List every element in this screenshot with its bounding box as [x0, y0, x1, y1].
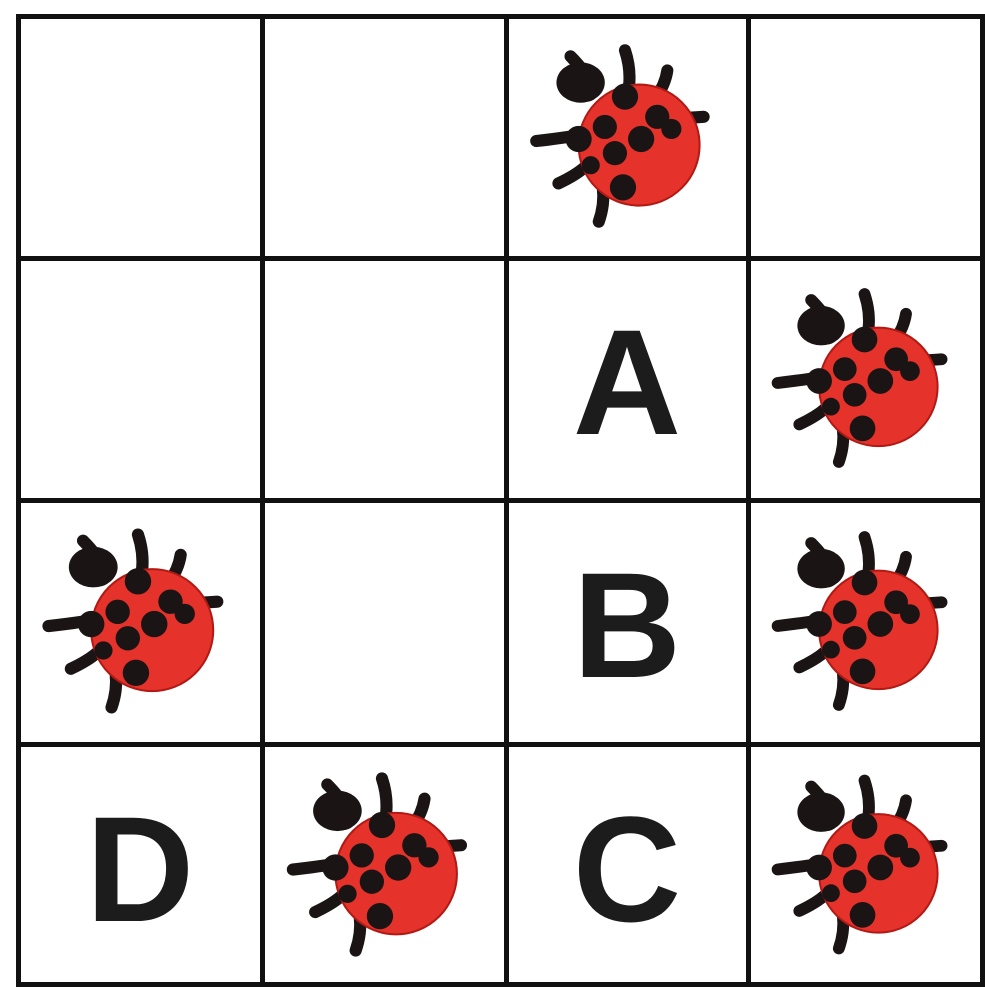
grid-cell-r2-c1[interactable]: [18, 258, 262, 500]
cell-letter: B: [506, 500, 748, 744]
grid-cell-r1-c3[interactable]: [506, 16, 748, 258]
grid-cell-r3-c3[interactable]: B: [506, 500, 748, 744]
grid-cell-r1-c2[interactable]: [262, 16, 506, 258]
ladybug-icon: [18, 500, 262, 744]
grid-cell-r2-c4[interactable]: [748, 258, 985, 500]
ladybug-icon: [262, 744, 506, 987]
grid-cell-r4-c1[interactable]: D: [18, 744, 262, 987]
grid-cell-r2-c3[interactable]: A: [506, 258, 748, 500]
grid-cell-r3-c1[interactable]: [18, 500, 262, 744]
grid-line-horizontal: [16, 256, 985, 261]
grid-cell-r4-c3[interactable]: C: [506, 744, 748, 987]
grid-cell-r1-c4[interactable]: [748, 16, 985, 258]
grid-cell-r3-c2[interactable]: [262, 500, 506, 744]
cell-letter: D: [18, 744, 262, 987]
grid-line-horizontal: [16, 14, 985, 19]
grid-line-horizontal: [16, 498, 985, 503]
ladybug-icon: [506, 16, 748, 258]
ladybug-icon: [748, 744, 985, 987]
grid-cell-r1-c1[interactable]: [18, 16, 262, 258]
ladybug-icon: [748, 258, 985, 500]
grid-line-horizontal: [16, 742, 985, 747]
cell-letter: C: [506, 744, 748, 987]
grid-cell-r2-c2[interactable]: [262, 258, 506, 500]
cell-letter: A: [506, 258, 748, 500]
grid-cell-r4-c2[interactable]: [262, 744, 506, 987]
ladybug-icon: [748, 500, 985, 744]
grid-cell-r3-c4[interactable]: [748, 500, 985, 744]
grid-line-horizontal: [16, 982, 985, 987]
grid-cell-r4-c4[interactable]: [748, 744, 985, 987]
